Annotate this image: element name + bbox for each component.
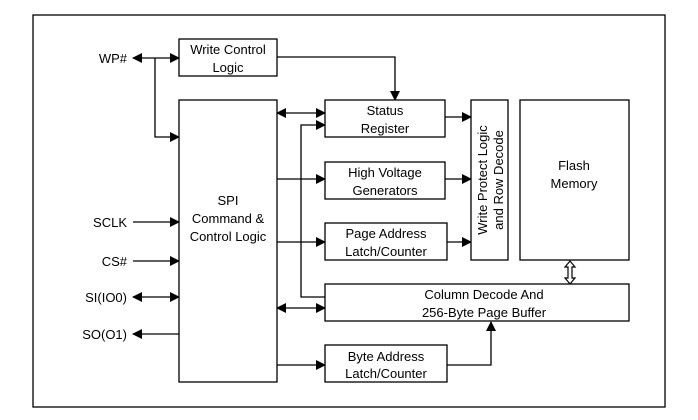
svg-text:Logic: Logic <box>212 60 244 75</box>
svg-text:Command &: Command & <box>192 211 265 226</box>
signal-wp: WP# <box>99 51 128 66</box>
svg-text:Register: Register <box>361 121 410 136</box>
signal-cs: CS# <box>102 254 128 269</box>
high-voltage-block: High Voltage Generators <box>324 161 446 200</box>
svg-text:256-Byte Page Buffer: 256-Byte Page Buffer <box>422 305 547 320</box>
svg-text:Flash: Flash <box>558 158 590 173</box>
svg-text:Latch/Counter: Latch/Counter <box>345 366 427 381</box>
svg-text:Column Decode And: Column Decode And <box>424 287 543 302</box>
byte-address-block: Byte Address Latch/Counter <box>324 344 448 383</box>
connectors <box>132 53 577 370</box>
write-control-block: Write Control Logic <box>178 38 278 77</box>
svg-text:Control Logic: Control Logic <box>190 229 267 244</box>
svg-text:Generators: Generators <box>352 183 418 198</box>
signal-si: SI(IO0) <box>85 290 127 305</box>
signal-sclk: SCLK <box>93 215 127 230</box>
svg-text:Latch/Counter: Latch/Counter <box>345 244 427 259</box>
svg-text:High Voltage: High Voltage <box>348 165 422 180</box>
column-decode-block: Column Decode And 256-Byte Page Buffer <box>324 283 630 322</box>
write-protect-block: Write Protect Logic and Row Decode <box>470 99 509 261</box>
svg-text:Status: Status <box>367 103 404 118</box>
svg-text:Byte Address: Byte Address <box>348 349 425 364</box>
signal-so: SO(O1) <box>82 327 127 342</box>
svg-text:SPI: SPI <box>218 193 239 208</box>
svg-text:Memory: Memory <box>551 176 598 191</box>
svg-text:Write Control: Write Control <box>190 42 266 57</box>
svg-text:and Row Decode: and Row Decode <box>491 130 506 230</box>
page-address-block: Page Address Latch/Counter <box>324 222 448 261</box>
status-register-block: Status Register <box>324 99 446 138</box>
svg-text:Page Address: Page Address <box>346 226 427 241</box>
svg-text:Write Protect Logic: Write Protect Logic <box>475 125 490 235</box>
outer-frame <box>32 14 666 408</box>
spi-control-block: SPI Command & Control Logic <box>178 99 278 383</box>
flash-buffer-bus-arrow <box>563 260 577 285</box>
flash-memory-block: Flash Memory <box>519 99 630 261</box>
